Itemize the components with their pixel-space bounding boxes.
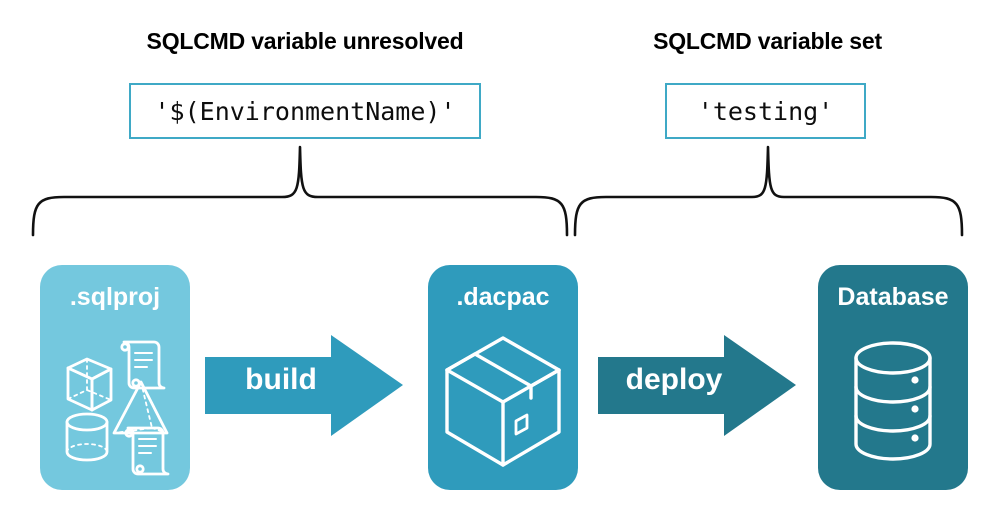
section-heading-build: SQLCMD variable unresolved [146,28,464,54]
arrow-deploy-shape [598,335,796,436]
brace-build-scope [31,145,569,237]
stage-label-sqlproj: .sqlproj [69,283,161,311]
scroll-icon-top [120,340,166,390]
pyramid-icon [112,380,169,435]
arrow-build: build [205,333,405,438]
scroll-icon-bottom [124,426,170,476]
code-box-environment-name: '$(EnvironmentName)' [129,83,481,139]
stage-box-sqlproj: .sqlproj [40,265,190,490]
arrow-deploy: deploy [598,333,798,438]
brace-deploy-scope [573,145,964,237]
project-artifacts-icon [65,340,170,476]
package-box-icon [445,336,561,467]
code-box-value-set: 'testing' [697,96,834,126]
cylinder-icon [65,412,109,462]
stage-box-dacpac: .dacpac [428,265,578,490]
code-box-testing: 'testing' [665,83,866,139]
database-status-dots [911,376,919,442]
cube-icon [66,357,113,412]
database-cylinder-icon [854,341,932,461]
stage-label-dacpac: .dacpac [456,283,550,311]
code-box-value-unresolved: '$(EnvironmentName)' [154,96,456,126]
stage-label-database: Database [837,283,949,311]
stage-box-database: Database [818,265,968,490]
section-heading-deploy: SQLCMD variable set [653,28,882,54]
arrow-build-shape [205,335,403,436]
